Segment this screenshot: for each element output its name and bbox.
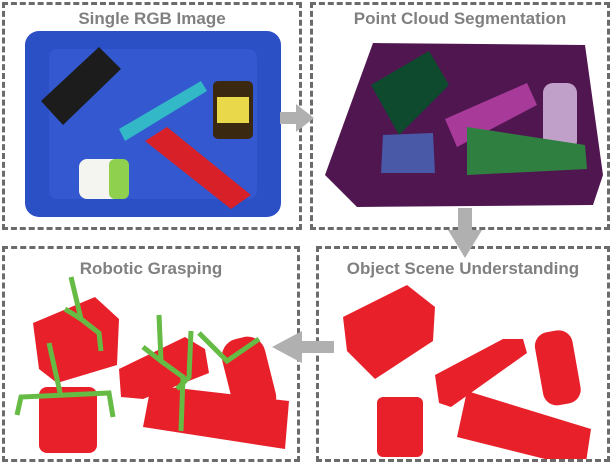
black-box bbox=[41, 47, 121, 125]
box-object bbox=[343, 285, 435, 379]
panel-title: Point Cloud Segmentation bbox=[353, 9, 567, 28]
can-segment bbox=[467, 127, 587, 175]
can-object bbox=[457, 391, 591, 459]
can-object bbox=[143, 385, 289, 449]
teal-tube bbox=[119, 81, 207, 141]
panel-point-cloud-segmentation: Point Cloud Segmentation bbox=[310, 2, 610, 230]
panel-title: Single RGB Image bbox=[78, 9, 226, 28]
pringles-can bbox=[145, 127, 251, 209]
panel-rgb-image: Single RGB Image bbox=[2, 2, 302, 230]
jar-segment bbox=[381, 133, 435, 173]
object-scene bbox=[343, 285, 591, 459]
arrow-down-icon bbox=[448, 208, 482, 258]
arrow-right-icon bbox=[280, 104, 314, 132]
grasp-scene bbox=[14, 276, 289, 453]
panel-title: Object Scene Understanding bbox=[346, 259, 580, 278]
panel-object-scene-understanding: Object Scene Understanding bbox=[316, 246, 610, 462]
tube-object bbox=[119, 337, 209, 399]
panel-robotic-grasping: Robotic Grasping bbox=[2, 246, 300, 462]
bottle-object bbox=[534, 330, 581, 406]
jar-object bbox=[39, 387, 97, 453]
bottle-segment bbox=[543, 83, 577, 151]
box-segment bbox=[371, 51, 449, 135]
gripper-poses bbox=[14, 276, 261, 432]
box-object bbox=[33, 297, 119, 383]
segmented-cloud bbox=[325, 43, 603, 207]
rgb-photo bbox=[25, 31, 281, 217]
jar-object bbox=[377, 397, 423, 457]
tube-object bbox=[435, 339, 527, 407]
arrow-left-icon bbox=[272, 331, 334, 363]
panel-title: Robotic Grasping bbox=[79, 259, 223, 278]
